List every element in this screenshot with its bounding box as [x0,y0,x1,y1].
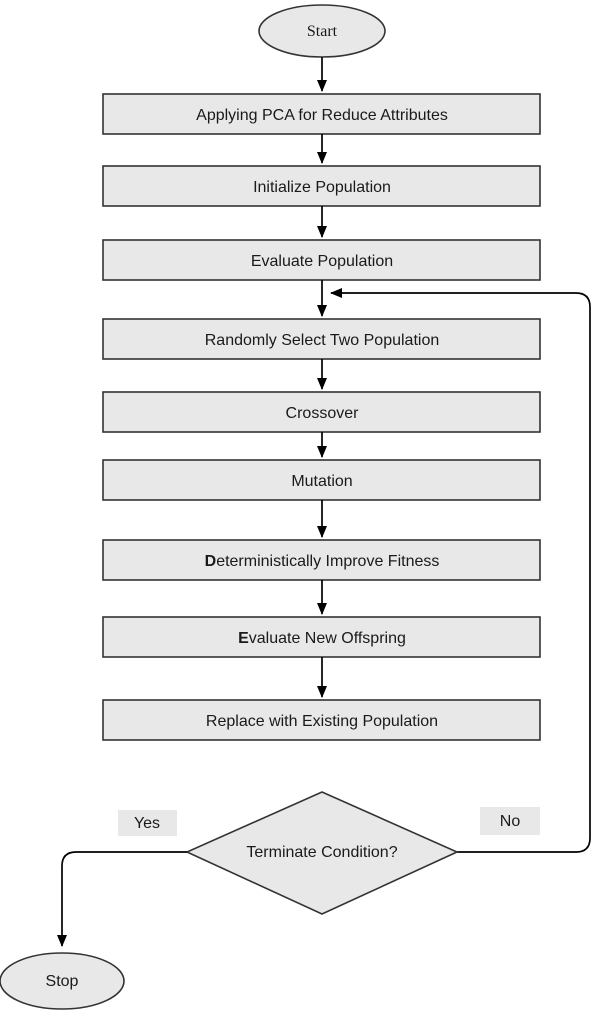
flow-step-label: Applying PCA for Reduce Attributes [196,107,448,124]
decision-diamond [185,791,459,915]
flow-step-box [102,93,541,135]
decision-node: Terminate Condition? [185,791,459,915]
flow-step-box [102,391,541,433]
stop-ellipse [0,952,125,1010]
yes-label: Yes [134,815,160,832]
yes-branch-edge [57,851,187,947]
flow-step-label: Evaluate Population [251,253,393,270]
no-branch-label: No [480,807,540,835]
yes-label-background [118,810,177,836]
yes-branch-label: Yes [118,810,177,836]
flow-step-label: Deterministically Improve Fitness [205,553,440,570]
no-label-background [480,807,540,835]
decision-label: Terminate Condition? [246,844,397,861]
flow-step-box [102,699,541,741]
process-steps: Applying PCA for Reduce AttributesInitia… [102,57,541,741]
flow-step-box [102,539,541,581]
start-label: Start [307,23,338,40]
flow-step-box [102,318,541,360]
flow-step-box [102,459,541,501]
stop-node: Stop [0,952,125,1010]
flow-step-label: Replace with Existing Population [206,713,438,730]
flow-step-label: Initialize Population [253,179,391,196]
no-loopback-edge [330,288,591,853]
flow-step-label: Mutation [291,473,352,490]
no-label: No [500,813,521,830]
flow-step-box [102,616,541,658]
stop-label: Stop [46,973,79,990]
flow-step-label: Randomly Select Two Population [205,332,440,349]
start-node: Start [258,4,386,58]
flow-step-label: Evaluate New Offspring [238,630,406,647]
flow-step-label: Crossover [286,405,360,422]
flow-step-box [102,239,541,281]
